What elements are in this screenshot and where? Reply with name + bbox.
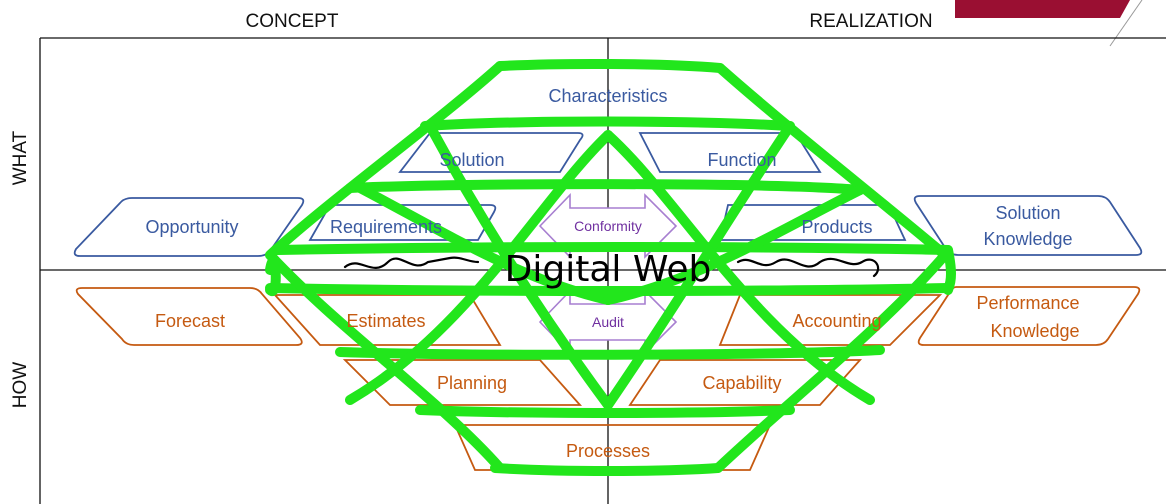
performance-knowledge-label-line2: Knowledge: [990, 321, 1079, 341]
requirements-shape: [308, 204, 497, 241]
accounting-shape: [718, 294, 943, 346]
forecast-label: Forecast: [155, 311, 225, 331]
solution-knowledge-label-line2: Knowledge: [983, 229, 1072, 249]
quadrant-frame: [39, 37, 1166, 504]
opportunity-shape: [73, 197, 305, 257]
capability-shape: [628, 359, 863, 406]
solution-shape: [398, 132, 584, 173]
arrow-shapes: [538, 193, 678, 355]
digital-web-title: Digital Web: [505, 249, 712, 290]
solution-knowledge-shape: [913, 195, 1143, 256]
audit-label: Audit: [592, 314, 624, 330]
solution-label: Solution: [439, 150, 504, 170]
requirements-label: Requirements: [330, 217, 442, 237]
estimates-shape: [272, 294, 502, 346]
products-label: Products: [801, 217, 872, 237]
accounting-label: Accounting: [792, 311, 881, 331]
corner-decoration: [955, 0, 1130, 18]
axis-label-what: WHAT: [10, 130, 31, 185]
axis-label-how: HOW: [10, 362, 31, 409]
planning-label: Planning: [437, 373, 507, 393]
solution-knowledge-label-line1: Solution: [995, 203, 1060, 223]
digital-web-underline: [343, 256, 880, 278]
processes-shape: [453, 424, 772, 471]
opportunity-label: Opportunity: [145, 217, 238, 237]
conformity-label: Conformity: [574, 218, 642, 234]
digital-web-overlay: [265, 58, 956, 476]
characteristics-label: Characteristics: [548, 86, 667, 106]
axis-label-concept: CONCEPT: [246, 11, 339, 32]
axis-label-realization: REALIZATION: [809, 11, 932, 32]
forecast-shape: [75, 287, 303, 346]
estimates-label: Estimates: [346, 311, 425, 331]
processes-label: Processes: [566, 441, 650, 461]
capability-label: Capability: [702, 373, 781, 393]
performance-knowledge-label-line1: Performance: [976, 293, 1079, 313]
function-label: Function: [707, 150, 776, 170]
